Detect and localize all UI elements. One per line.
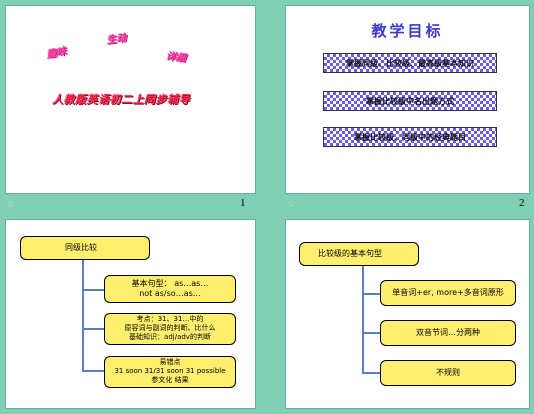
objective-item: 掌握同级、比较级、最高级基本知识 (323, 53, 497, 73)
page-number: 2 (519, 197, 525, 209)
connector (82, 328, 104, 330)
root-node: 比较级的基本句型 (299, 242, 419, 266)
wordart-lively: 生动 (105, 32, 127, 47)
branch-node: 不规则 (380, 360, 516, 386)
root-node: 同级比较 (20, 236, 150, 260)
branch-text: 易错点 (159, 358, 181, 366)
slide-4[interactable]: 比较级的基本句型 单音词+er, more+多音词原形 双音节词…分两种 不规则 (286, 220, 529, 408)
branch-node: 考点：31、31…中的 原容词与副词的判断、比什么 基础知识：adj/adv的判… (104, 313, 236, 345)
branch-text: 基本句型： as…as… (131, 279, 209, 288)
branch-text: 基础知识：adj/adv的判断 (129, 333, 211, 341)
slide-star-icon: ☆ (6, 199, 15, 210)
slide-2[interactable]: 教学目标 掌握同级、比较级、最高级基本知识 掌握比较级中名出题方式 掌握比较级、… (286, 6, 529, 193)
wordart-detailed: 详细 (165, 50, 187, 65)
objective-item: 掌握比较级中名出题方式 (323, 91, 497, 111)
branch-text: 考点：31、31…中的 (136, 315, 204, 323)
branch-text: 参文化 结果 (151, 376, 189, 384)
connector (82, 370, 104, 372)
slide-title: 教学目标 (371, 22, 444, 40)
connector (362, 332, 380, 334)
slide-1[interactable]: 趣味 生动 详细 人教版英语初二上同步辅导 (6, 6, 255, 193)
connector (82, 260, 84, 371)
slide-3[interactable]: 同级比较 基本句型： as…as… not as/so…as… 考点：31、31… (6, 220, 255, 408)
branch-node: 易错点 31 soon 31/31 soon 31 possible 参文化 结… (104, 356, 236, 388)
slide-star-icon: ☆ (287, 199, 296, 210)
branch-text: 31 soon 31/31 soon 31 possible (114, 367, 226, 375)
objective-item: 掌握比较级、同级中的经典题目 (323, 127, 497, 147)
slide-title: 人教版英语初二上同步辅导 (52, 93, 190, 106)
connector (362, 293, 380, 295)
branch-node: 基本句型： as…as… not as/so…as… (104, 275, 236, 303)
connector (362, 266, 364, 373)
wordart-fun: 趣味 (45, 45, 68, 61)
connector (362, 372, 380, 374)
branch-node: 单音词+er, more+多音词原形 (380, 280, 516, 306)
connector (82, 289, 104, 291)
branch-text: not as/so…as… (139, 289, 201, 298)
branch-text: 原容词与副词的判断、比什么 (124, 324, 216, 332)
page-number: 1 (240, 197, 246, 209)
branch-node: 双音节词…分两种 (380, 320, 516, 346)
